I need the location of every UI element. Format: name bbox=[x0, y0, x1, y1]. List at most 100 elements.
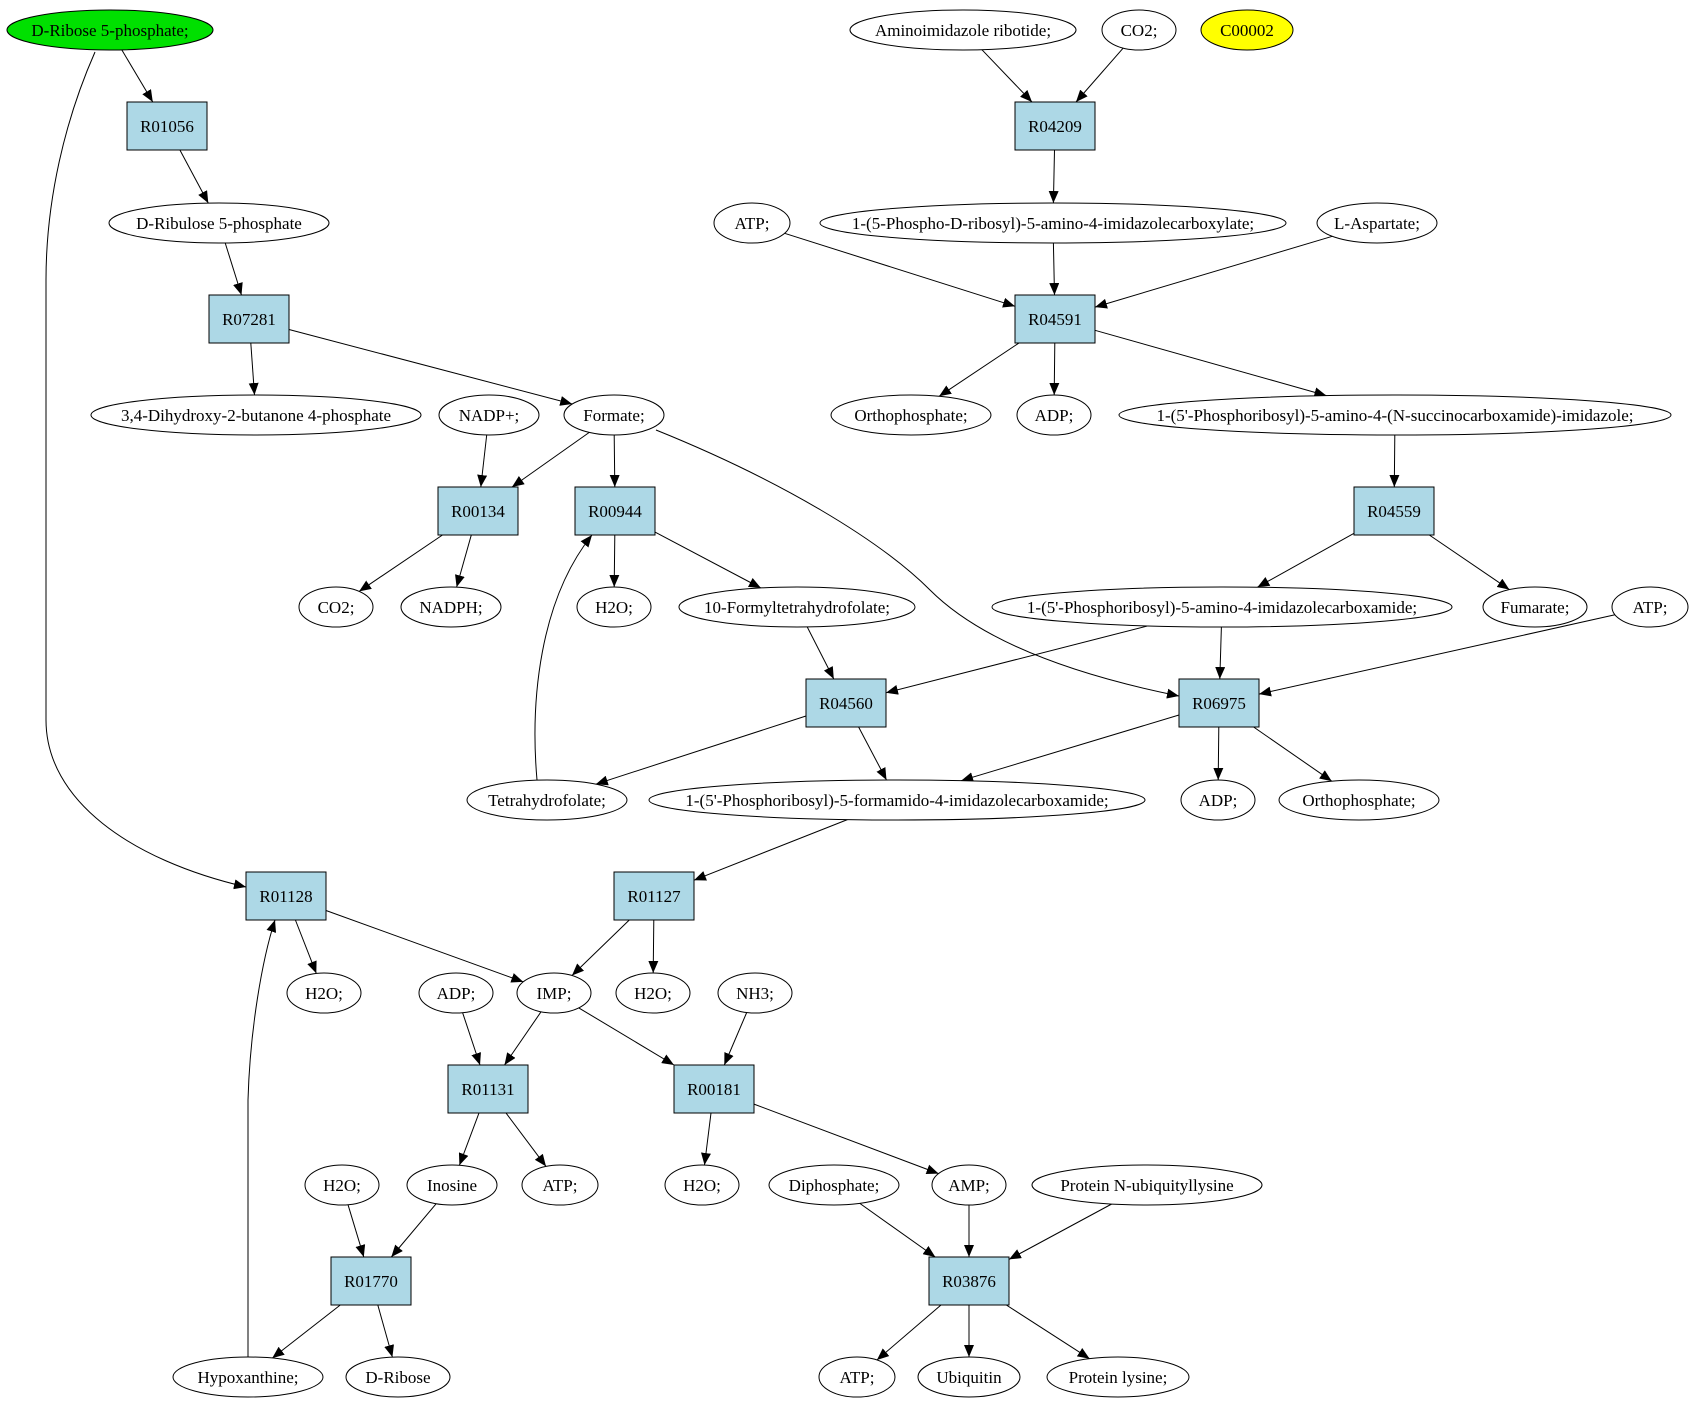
node-label: D-Ribose bbox=[365, 1368, 430, 1387]
compound-node-ribose5p[interactable]: D-Ribose 5-phosphate; bbox=[6, 9, 214, 51]
edge-c_faicar-to-R01127 bbox=[693, 819, 848, 881]
node-label: R03876 bbox=[942, 1272, 996, 1291]
compound-node-atp-r04591[interactable]: ATP; bbox=[713, 202, 791, 244]
compound-node-amp[interactable]: AMP; bbox=[931, 1164, 1007, 1206]
compound-ellipse bbox=[1046, 1356, 1190, 1398]
node-label: H2O; bbox=[305, 984, 343, 1003]
compound-node-diphosphate[interactable]: Diphosphate; bbox=[768, 1164, 900, 1206]
compound-node-imp[interactable]: IMP; bbox=[516, 972, 592, 1014]
edge-R04560-to-c_faicar bbox=[858, 726, 887, 781]
reaction-box bbox=[1178, 678, 1260, 728]
compound-ellipse bbox=[400, 586, 502, 628]
compound-node-laspartate[interactable]: L-Aspartate; bbox=[1316, 202, 1438, 244]
compound-node-ubiquitin[interactable]: Ubiquitin bbox=[917, 1356, 1021, 1398]
reaction-node-r01128[interactable]: R01128 bbox=[245, 871, 327, 921]
reaction-node-r00134[interactable]: R00134 bbox=[437, 486, 519, 536]
reaction-node-r07281[interactable]: R07281 bbox=[208, 294, 290, 344]
compound-node-h2o-r01770[interactable]: H2O; bbox=[304, 1164, 380, 1206]
compound-node-inosine[interactable]: Inosine bbox=[406, 1164, 498, 1206]
compound-node-adp-r04591[interactable]: ADP; bbox=[1016, 394, 1092, 436]
compound-node-faicar[interactable]: 1-(5'-Phosphoribosyl)-5-formamido-4-imid… bbox=[648, 779, 1146, 821]
reaction-node-r04209[interactable]: R04209 bbox=[1014, 101, 1096, 151]
reaction-node-r01131[interactable]: R01131 bbox=[447, 1064, 529, 1114]
compound-node-adp-r06975[interactable]: ADP; bbox=[1180, 779, 1256, 821]
compound-node-saicar[interactable]: 1-(5'-Phosphoribosyl)-5-amino-4-(N-succi… bbox=[1118, 394, 1672, 436]
compound-node-h2o-r01128[interactable]: H2O; bbox=[286, 972, 362, 1014]
edge-R00134-to-c_co2_mid bbox=[358, 534, 443, 592]
reaction-box bbox=[245, 871, 327, 921]
edge-R03876-to-c_atp_r03876 bbox=[876, 1304, 942, 1361]
edge-R04559-to-c_aicar bbox=[1257, 532, 1355, 588]
compound-node-nadph[interactable]: NADPH; bbox=[400, 586, 502, 628]
node-label: 3,4-Dihydroxy-2-butanone 4-phosphate bbox=[121, 406, 391, 425]
compound-node-aicar[interactable]: 1-(5'-Phosphoribosyl)-5-amino-4-imidazol… bbox=[991, 586, 1453, 628]
reaction-node-r04560[interactable]: R04560 bbox=[805, 678, 887, 728]
compound-ellipse bbox=[931, 1164, 1007, 1206]
edge-c_aicar-to-R04560 bbox=[885, 625, 1148, 695]
compound-node-thf[interactable]: Tetrahydrofolate; bbox=[466, 779, 628, 821]
compound-node-nadpplus[interactable]: NADP+; bbox=[438, 394, 540, 436]
edge-c_atp_r04591-to-R04591 bbox=[784, 232, 1016, 308]
edge-c_protubiq-to-R03876 bbox=[1008, 1203, 1112, 1260]
compound-node-h2o-r00944[interactable]: H2O; bbox=[576, 586, 652, 628]
compound-ellipse bbox=[438, 394, 540, 436]
node-label: R04560 bbox=[819, 694, 873, 713]
compound-node-protubiq[interactable]: Protein N-ubiquityllysine bbox=[1031, 1164, 1263, 1206]
compound-node-co2-top[interactable]: CO2; bbox=[1101, 9, 1177, 51]
compound-ellipse bbox=[90, 394, 422, 436]
node-label: R06975 bbox=[1192, 694, 1246, 713]
compound-node-co2-mid[interactable]: CO2; bbox=[298, 586, 374, 628]
compound-node-atp-r06975[interactable]: ATP; bbox=[1611, 586, 1689, 628]
edge-c_formate-to-R06975 bbox=[655, 429, 1180, 699]
compound-ellipse bbox=[1316, 202, 1438, 244]
node-label: ATP; bbox=[735, 214, 770, 233]
edge-R00181-to-c_h2o_r00181 bbox=[701, 1112, 712, 1166]
compound-node-pi-r04591[interactable]: Orthophosphate; bbox=[830, 394, 992, 436]
compound-node-fumarate[interactable]: Fumarate; bbox=[1482, 586, 1588, 628]
edge-c_cair-to-R04591 bbox=[1049, 242, 1060, 296]
edge-c_hypoxanthine-to-R01128 bbox=[247, 919, 277, 1357]
compound-node-c00002[interactable]: C00002 bbox=[1200, 9, 1294, 51]
compound-node-formate[interactable]: Formate; bbox=[563, 394, 665, 436]
reaction-node-r04591[interactable]: R04591 bbox=[1014, 294, 1096, 344]
compound-ellipse bbox=[406, 1164, 498, 1206]
reaction-box bbox=[805, 678, 887, 728]
compound-node-h2o-r01127[interactable]: H2O; bbox=[615, 972, 691, 1014]
node-label: CO2; bbox=[318, 598, 355, 617]
reaction-node-r01770[interactable]: R01770 bbox=[330, 1256, 412, 1306]
reaction-node-r01127[interactable]: R01127 bbox=[613, 871, 695, 921]
compound-node-cair[interactable]: 1-(5-Phospho-D-ribosyl)-5-amino-4-imidaz… bbox=[819, 202, 1287, 244]
compound-node-hypoxanthine[interactable]: Hypoxanthine; bbox=[172, 1356, 324, 1398]
edge-R01131-to-c_inosine bbox=[458, 1112, 480, 1166]
node-label: NADPH; bbox=[419, 598, 482, 617]
reaction-node-r00181[interactable]: R00181 bbox=[673, 1064, 755, 1114]
compound-node-atp-r03876[interactable]: ATP; bbox=[818, 1356, 896, 1398]
edge-R01127-to-c_imp bbox=[571, 919, 630, 976]
node-label: 1-(5'-Phosphoribosyl)-5-amino-4-(N-succi… bbox=[1156, 406, 1633, 425]
compound-node-protlys[interactable]: Protein lysine; bbox=[1046, 1356, 1190, 1398]
reaction-node-r00944[interactable]: R00944 bbox=[574, 486, 656, 536]
node-label: ATP; bbox=[543, 1176, 578, 1195]
compound-node-pi-r06975[interactable]: Orthophosphate; bbox=[1278, 779, 1440, 821]
compound-node-atp-r01131[interactable]: ATP; bbox=[521, 1164, 599, 1206]
reaction-node-r06975[interactable]: R06975 bbox=[1178, 678, 1260, 728]
compound-node-dribose[interactable]: D-Ribose bbox=[345, 1356, 451, 1398]
edge-R00134-to-c_nadph bbox=[455, 534, 472, 588]
compound-node-h2o-r00181[interactable]: H2O; bbox=[664, 1164, 740, 1206]
compound-node-10fthf[interactable]: 10-Formyltetrahydrofolate; bbox=[678, 586, 916, 628]
node-label: Diphosphate; bbox=[789, 1176, 880, 1195]
reaction-node-r03876[interactable]: R03876 bbox=[928, 1256, 1010, 1306]
compound-node-adp-r01131[interactable]: ADP; bbox=[418, 972, 494, 1014]
reaction-node-r04559[interactable]: R04559 bbox=[1353, 486, 1435, 536]
reaction-node-r01056[interactable]: R01056 bbox=[126, 101, 208, 151]
compound-node-nh3[interactable]: NH3; bbox=[717, 972, 793, 1014]
node-label: C00002 bbox=[1220, 21, 1274, 40]
compound-node-dhbp[interactable]: 3,4-Dihydroxy-2-butanone 4-phosphate bbox=[90, 394, 422, 436]
compound-ellipse bbox=[172, 1356, 324, 1398]
compound-node-ribulose5p[interactable]: D-Ribulose 5-phosphate bbox=[108, 202, 330, 244]
compound-node-air[interactable]: Aminoimidazole ribotide; bbox=[849, 9, 1077, 51]
edge-R00944-to-c_10fthf bbox=[654, 531, 762, 589]
node-label: 10-Formyltetrahydrofolate; bbox=[704, 598, 890, 617]
node-label: R01127 bbox=[627, 887, 681, 906]
compound-ellipse bbox=[830, 394, 992, 436]
